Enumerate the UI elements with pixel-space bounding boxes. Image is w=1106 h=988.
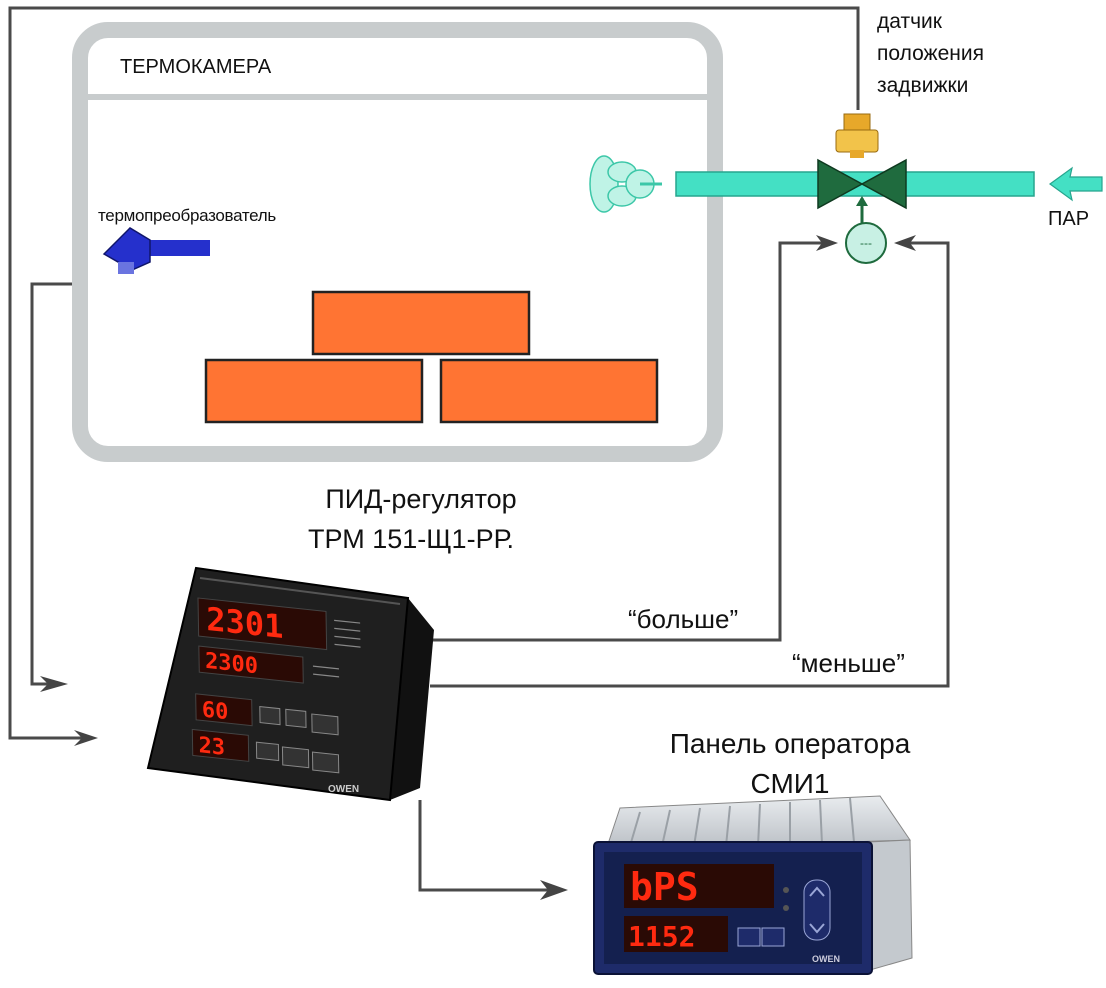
less-output-wire: [430, 241, 950, 688]
operator-down-icon: [809, 923, 825, 934]
operator-panel-label-1: Панель оператора: [669, 728, 911, 759]
arrow-feedback-icon: [74, 730, 98, 746]
pid-button-3: [311, 713, 339, 736]
position-sensor-icon: [835, 113, 879, 158]
operator-display-top: bPS: [630, 865, 699, 909]
less-signal-label: “меньше”: [792, 648, 905, 678]
operator-button-1: [737, 927, 761, 947]
svg-text:---: ---: [860, 236, 872, 250]
pid-display-setpoint: 2300: [205, 649, 258, 680]
valve-icon: [817, 158, 907, 210]
wire-arrows: [40, 235, 916, 900]
more-signal-label: “больше”: [628, 604, 739, 634]
pid-brand-logo: OWEN: [328, 784, 359, 795]
thermal-chamber: [72, 22, 723, 462]
pid-button-5: [281, 746, 310, 769]
actuator-motor-icon: ---: [845, 222, 887, 264]
steam-inlet-arrow-icon: [1048, 166, 1103, 202]
pid-regulator-label-2: ТРМ 151-Щ1-РР.: [308, 524, 514, 554]
steam-nozzle-icon: [589, 155, 662, 213]
bricks: [204, 290, 659, 424]
arrow-thermocouple-icon: [40, 676, 68, 692]
pid-display-main: 2301: [206, 600, 284, 646]
brick-bottom-right: [439, 358, 659, 424]
steam-line: ---: [589, 113, 1103, 264]
interface-wire: [418, 800, 560, 892]
chamber-title: ТЕРМОКАМЕРА: [120, 56, 272, 78]
brick-bottom-left: [204, 358, 424, 424]
operator-brand-logo: OWEN: [812, 954, 840, 964]
pid-display-output: 23: [198, 733, 225, 761]
pid-button-6: [311, 751, 340, 774]
operator-button-2: [761, 927, 785, 947]
operator-panel-label-2: СМИ1: [750, 768, 830, 799]
thermocouple-label: термопреобразователь: [98, 206, 276, 225]
sensor-feedback-wire: [8, 6, 860, 740]
pid-controller: 2301 2300 60 23 OWEN: [146, 566, 434, 802]
arrow-panel-icon: [540, 880, 568, 900]
steam-pipe: [675, 171, 1035, 197]
pid-button-4: [255, 741, 280, 762]
pid-button-2: [285, 708, 307, 728]
arrow-less-icon: [894, 235, 916, 251]
operator-up-icon: [809, 886, 825, 897]
brick-top: [311, 290, 531, 356]
sensor-position-label-2: положения: [877, 42, 984, 65]
pid-button-1: [259, 705, 281, 726]
arrow-more-icon: [816, 235, 838, 251]
pid-regulator-label-1: ПИД-регулятор: [325, 484, 517, 514]
steam-label: ПАР: [1048, 208, 1090, 230]
pid-display-channel: 60: [202, 697, 229, 725]
operator-panel: bPS 1152 OWEN: [593, 795, 913, 975]
operator-display-bottom: 1152: [628, 920, 695, 953]
thermocouple-icon: [102, 227, 210, 274]
sensor-position-label-3: задвижки: [877, 74, 969, 97]
sensor-position-label-1: датчик: [877, 10, 942, 33]
more-output-wire: [430, 241, 830, 642]
